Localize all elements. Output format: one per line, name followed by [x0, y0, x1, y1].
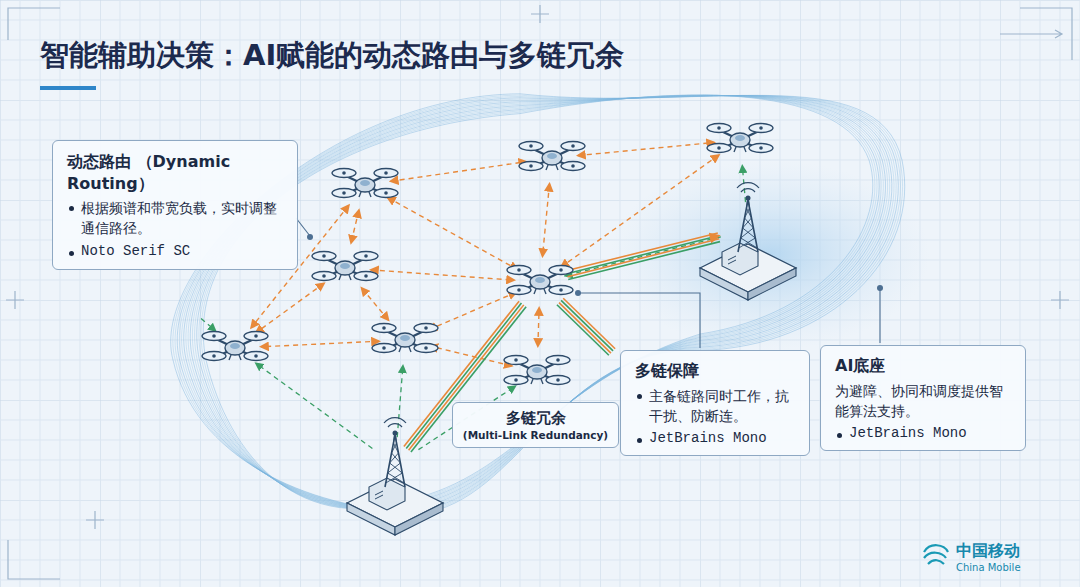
logo-text: China Mobile — [956, 562, 1021, 573]
callout-box: AI底座为避障、协同和调度提供智能算法支持。 JetBrains Mono — [820, 345, 1026, 451]
bullet-dot — [69, 251, 74, 256]
box-heading: 动态路由 （Dynamic Routing） — [67, 151, 285, 194]
callout-box: 动态路由 （Dynamic Routing）根据频谱和带宽负载，实时调整通信路径… — [52, 140, 298, 270]
box-text: 根据频谱和带宽负载，实时调整通信路径。 — [67, 198, 285, 239]
box-text: (Multi-Link Redundancy) — [459, 428, 612, 442]
box-text: JetBrains Mono — [635, 430, 799, 446]
box-heading: 多链保障 — [635, 360, 799, 382]
box-heading: 多链冗余 — [459, 408, 612, 428]
bullet-dot — [637, 438, 642, 443]
box-text: JetBrains Mono — [835, 425, 1015, 441]
box-text: 为避障、协同和调度提供智能算法支持。 — [835, 381, 1015, 422]
label-box: 多链冗余(Multi-Link Redundancy) — [452, 402, 619, 448]
logo-text: 中国移动 — [956, 541, 1020, 562]
leader-lines — [296, 218, 883, 348]
base-station — [347, 418, 443, 535]
bullet-dot — [837, 433, 842, 438]
logo-icon — [924, 545, 948, 564]
signal-glow — [610, 160, 930, 350]
bullet-dot — [637, 394, 642, 399]
bullet-dot — [69, 206, 74, 211]
callout-box: 多链保障主备链路同时工作，抗干扰、防断连。 JetBrains Mono — [620, 350, 810, 456]
frame-decoration — [6, 5, 1072, 579]
box-heading: AI底座 — [835, 355, 1015, 377]
base-station — [700, 183, 796, 300]
page-title: 智能辅助决策：AI赋能的动态路由与多链冗余 — [40, 36, 624, 76]
title-underline — [40, 86, 96, 90]
box-text: 主备链路同时工作，抗干扰、防断连。 — [635, 386, 799, 427]
box-text: Noto Serif SC — [67, 243, 285, 259]
